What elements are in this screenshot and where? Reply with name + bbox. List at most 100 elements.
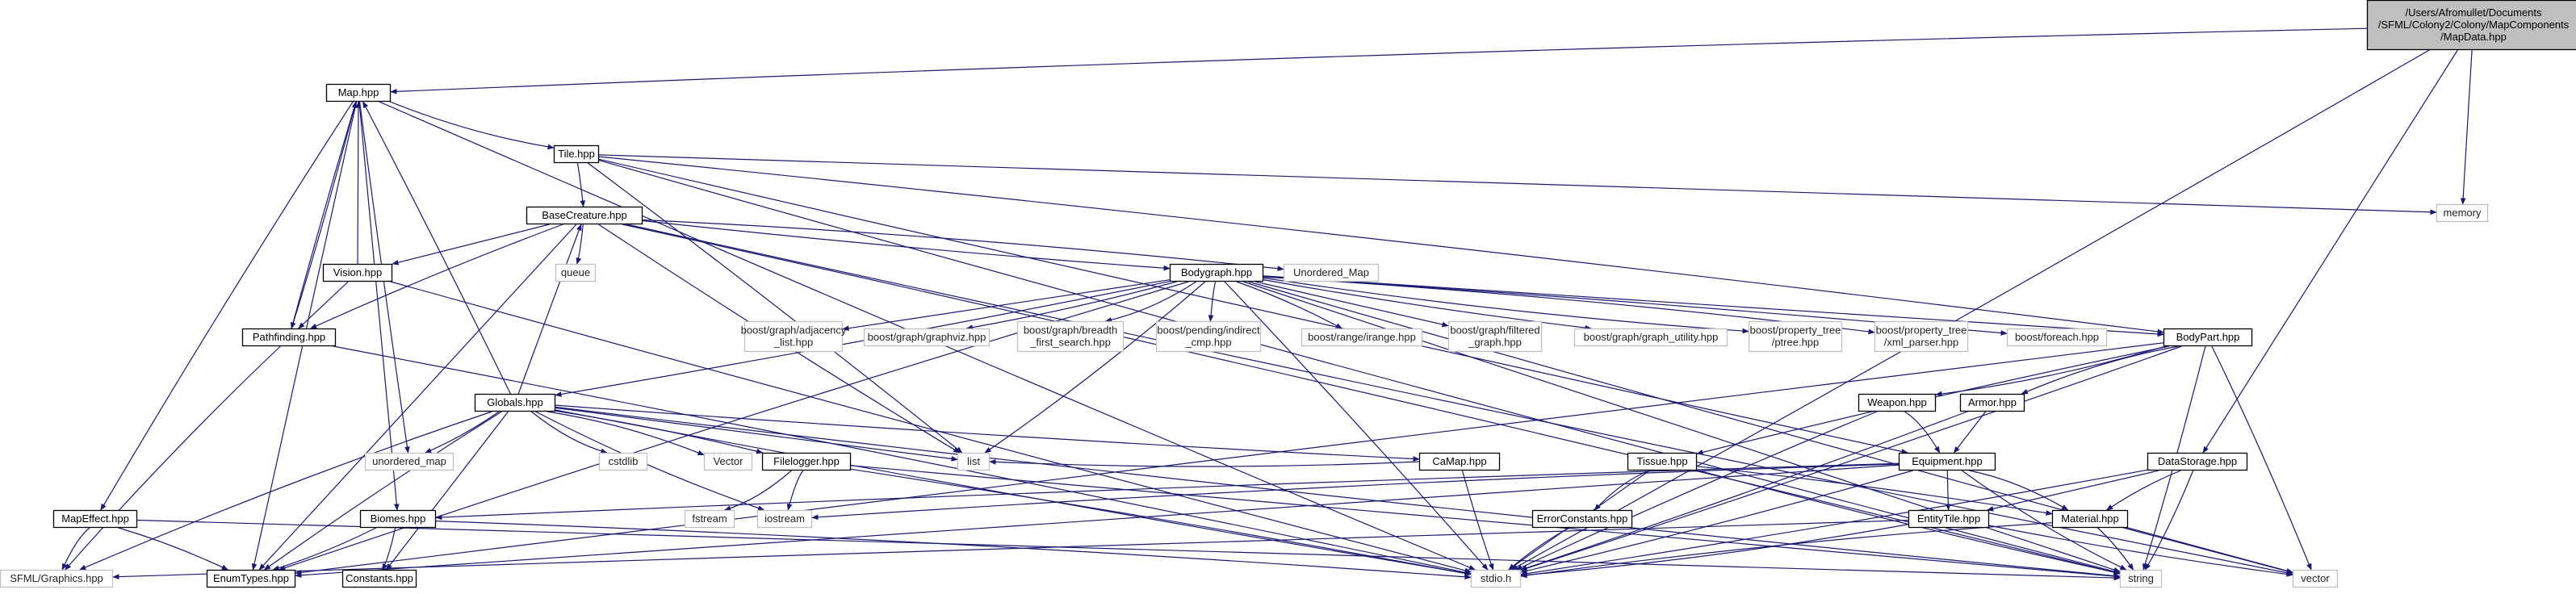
node-label: Map.hpp [338,86,379,98]
edge-weapon-to-equipment [1904,411,1941,454]
edge-globals-to-map [362,101,511,395]
node-label: boost/graph/filtered [1450,324,1539,337]
edge-bodygraph-to-stdio [1224,281,1489,571]
edge [1520,411,1968,571]
edge-layer [61,27,2473,581]
node-label: /Users/Afromullet/Documents [2405,6,2542,19]
edge-mapdata-to-memory [2460,49,2473,205]
edge-bodygraph-to-br_irange [1236,281,1343,329]
node-pathfinding[interactable]: Pathfinding.hpp [241,328,337,347]
node-label: Armor.hpp [1968,396,2017,408]
edge-pathfinding-to-sfmlgraphics [65,345,281,571]
node-enumtypes[interactable]: EnumTypes.hpp [206,569,296,588]
node-label: unordered_map [372,455,446,467]
node-list: list [957,452,991,471]
edge-equipment-to-stdio [1520,470,1913,574]
node-bforeach: boost/foreach.hpp [2006,328,2108,347]
node-fstream: fstream [684,509,735,529]
edge [811,463,1900,521]
edge-bodygraph-to-bg_util [1263,279,1592,331]
node-label: Material.hpp [2061,512,2119,525]
node-filelogger[interactable]: Filelogger.hpp [761,452,852,471]
node-box [598,452,648,471]
edge [723,470,792,512]
node-box [2366,0,2576,51]
node-box [206,569,296,588]
node-vector: vector [2292,569,2339,588]
node-label: Biomes.hpp [371,512,426,525]
node-box [1016,320,1125,353]
edge-globals-to-constants [385,411,509,571]
node-entitytile[interactable]: EntityTile.hpp [1908,509,1990,529]
node-armor[interactable]: Armor.hpp [1959,393,2025,412]
node-map[interactable]: Map.hpp [325,83,392,102]
edge-globals-to-basecreature [517,224,582,395]
node-globals[interactable]: Globals.hpp [474,393,556,412]
node-box [957,452,991,471]
edge [535,411,765,511]
node-box [1858,393,1937,412]
node-bg_viz: boost/graph/graphviz.hpp [863,328,991,347]
node-box [703,452,753,471]
node-box [341,569,417,588]
edge [358,101,410,454]
edge [2460,49,2473,205]
node-biomes[interactable]: Biomes.hpp [359,509,437,529]
node-datastorage[interactable]: DataStorage.hpp [2147,452,2248,471]
node-box [325,83,392,102]
edge-globals-to-list [555,407,958,462]
node-basecreature[interactable]: BaseCreature.hpp [526,206,643,225]
node-label: boost/property_tree [1750,324,1841,337]
node-label: boost/range/irange.hpp [1308,331,1416,343]
edge [555,407,958,462]
node-box [756,509,813,529]
edge-bodygraph-to-string [1243,281,2121,573]
edge-map-to-mapeffect [100,101,354,511]
node-tile[interactable]: Tile.hpp [553,144,600,164]
edge [1988,525,2293,577]
node-box [761,452,852,471]
node-label: queue [561,266,590,278]
node-label: ErrorConstants.hpp [1537,512,1628,525]
edge-equipment-to-string [1961,470,2127,571]
edge [112,520,1909,579]
node-bodygraph[interactable]: Bodygraph.hpp [1169,263,1264,282]
node-box [2006,328,2108,347]
node-errorconstants[interactable]: ErrorConstants.hpp [1531,509,1633,529]
node-constants[interactable]: Constants.hpp [341,569,417,588]
node-label: Unordered_Map [1293,266,1369,278]
edge-mapdata-to-map [390,27,2368,94]
node-box [1748,320,1843,353]
edge [1104,281,1197,323]
edge-pathfinding-to-map [291,101,358,329]
edge [850,465,2121,579]
node-camap[interactable]: CaMap.hpp [1418,452,1501,471]
node-label: fstream [692,512,727,525]
node-equipment[interactable]: Equipment.hpp [1898,452,1996,471]
node-material[interactable]: Material.hpp [2051,509,2129,529]
node-label: _list.hpp [773,337,813,349]
edge [1254,281,1449,328]
edge-tile-to-string [598,160,2121,575]
node-box [1283,263,1380,282]
node-box [241,328,337,347]
node-box [0,569,114,588]
node-box [1627,452,1698,471]
node-weapon[interactable]: Weapon.hpp [1858,393,1937,412]
node-bg_filtered: boost/graph/filtered_graph.hpp [1447,320,1543,353]
edge [555,404,1420,462]
node-mapeffect[interactable]: MapEffect.hpp [52,509,138,529]
edge [1263,277,1749,334]
edge-globals-to-string [555,406,2121,579]
edge [295,464,1900,579]
edge-basecreature-to-vector [626,224,2293,575]
edge-bodygraph-to-bg_bfs [1104,281,1197,323]
node-mapdata[interactable]: /Users/Afromullet/Documents/SFML/Colony2… [2366,0,2576,51]
node-label: /MapData.hpp [2440,31,2507,43]
node-br_irange: boost/range/irange.hpp [1301,328,1423,347]
node-tissue[interactable]: Tissue.hpp [1627,452,1698,471]
edge [1263,279,1592,331]
node-vision[interactable]: Vision.hpp [322,263,393,282]
node-bodypart[interactable]: BodyPart.hpp [2163,328,2253,347]
node-box [1573,328,1728,347]
